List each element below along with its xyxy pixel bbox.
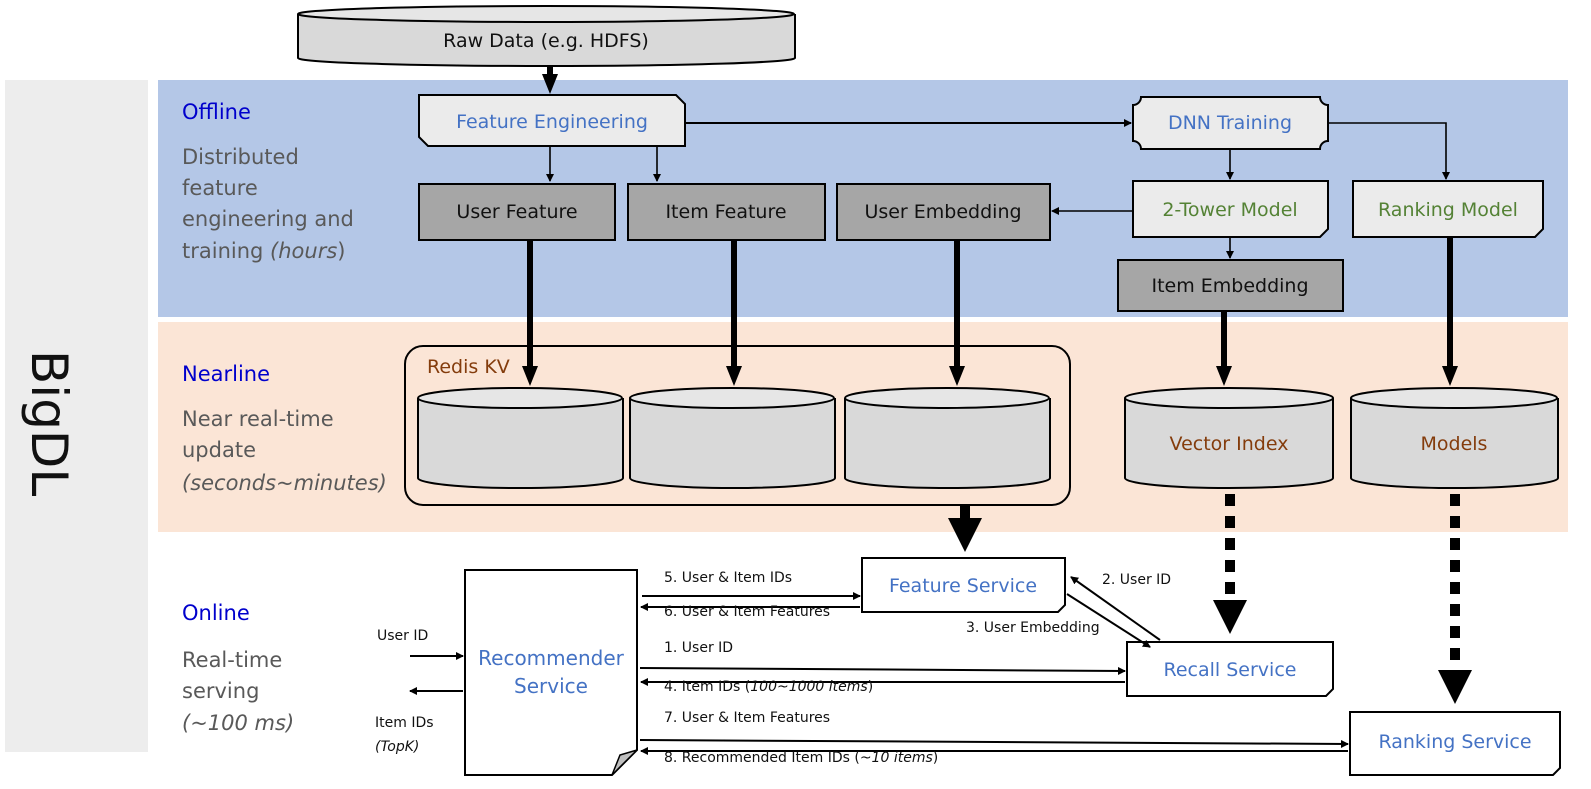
feature-service-box: Feature Service [861,557,1066,613]
msg-5: 5. User & Item IDs [664,570,792,586]
bigdl-label: BigDL [20,350,78,496]
output-topk: (TopK) [375,739,419,755]
svg-text:User Feature: User Feature [456,201,577,223]
svg-text:Vector Index: Vector Index [1170,433,1289,455]
feature-engineering-box: Feature Engineering [418,94,686,147]
svg-text:Item Embedding: Item Embedding [1151,275,1308,297]
msg-3: 3. User Embedding [966,620,1100,636]
dnn-to-ranking-arrow [1328,122,1450,180]
online-tier-label: Online Real-time serving (~100 ms) [182,601,294,735]
recommender-service-box: Recommender Service [464,569,638,776]
svg-text:engineering and: engineering and [182,207,354,231]
msg-7: 7. User & Item Features [664,710,830,726]
svg-text:Real-time: Real-time [182,648,282,672]
svg-text:Distributed: Distributed [182,145,299,169]
svg-text:DNN Training: DNN Training [1168,112,1292,134]
item-feature-store-cylinder [629,387,836,490]
svg-text:feature: feature [182,176,258,200]
svg-text:Offline: Offline [182,100,251,124]
online-messages: User ID Item IDs (TopK) 5. User & Item I… [375,570,1171,766]
input-user-id: User ID [377,628,428,644]
output-item-ids: Item IDs [375,715,434,731]
two-tower-model-box: 2-Tower Model [1132,180,1329,238]
raw-data-cylinder: Raw Data (e.g. HDFS) [297,5,796,68]
svg-text:Ranking Service: Ranking Service [1378,731,1531,753]
svg-text:training (hours): training (hours) [182,239,345,263]
svg-text:Online: Online [182,601,250,625]
svg-text:Item Feature: Item Feature [665,201,786,223]
recall-service-box: Recall Service [1126,641,1334,697]
user-embedding-store-cylinder [844,387,1051,490]
user-embedding-box: User Embedding [836,183,1051,241]
ranking-service-box: Ranking Service [1349,711,1561,776]
svg-text:(~100 ms): (~100 ms) [182,711,294,735]
svg-text:Ranking Model: Ranking Model [1378,199,1518,221]
svg-text:Recall Service: Recall Service [1164,659,1297,681]
svg-text:Nearline: Nearline [182,362,270,386]
svg-text:Recommender: Recommender [478,646,624,670]
msg-4: 4. Item IDs (100~1000 items) [664,679,873,695]
thick-arrows [522,238,1458,386]
item-embedding-box: Item Embedding [1117,259,1344,312]
svg-text:Feature Engineering: Feature Engineering [456,111,648,133]
user-feature-store-cylinder [417,387,624,490]
user-feature-box: User Feature [418,183,616,241]
svg-text:Feature Service: Feature Service [889,575,1037,597]
msg-2: 2. User ID [1102,572,1171,588]
dnn-training-box: DNN Training [1132,96,1329,150]
svg-text:User Embedding: User Embedding [864,201,1021,223]
offline-tier-label: Offline Distributed feature engineering … [182,100,354,263]
msg-8: 8. Recommended Item IDs (~10 items) [664,750,938,766]
svg-text:Service: Service [514,674,588,698]
svg-text:Raw Data (e.g. HDFS): Raw Data (e.g. HDFS) [443,30,649,52]
msg-1: 1. User ID [664,640,733,656]
vector-index-cylinder: Vector Index [1124,387,1334,489]
bigdl-side-band [5,80,148,752]
online-arrows [409,576,1349,755]
svg-text:Near real-time: Near real-time [182,407,334,431]
svg-text:Redis KV: Redis KV [427,356,510,378]
ranking-model-box: Ranking Model [1352,180,1544,238]
models-cylinder: Models [1350,387,1559,490]
svg-text:2-Tower Model: 2-Tower Model [1162,199,1297,221]
svg-text:(seconds~minutes): (seconds~minutes) [182,471,387,495]
svg-text:update: update [182,438,256,462]
msg-6: 6. User & Item Features [664,604,830,620]
dashed-arrows [948,494,1472,704]
svg-text:serving: serving [182,679,259,703]
svg-text:Models: Models [1421,433,1488,455]
nearline-tier-label: Nearline Near real-time update (seconds~… [182,362,387,495]
item-feature-box: Item Feature [627,183,826,241]
redis-kv-group: Redis KV [404,345,1071,506]
